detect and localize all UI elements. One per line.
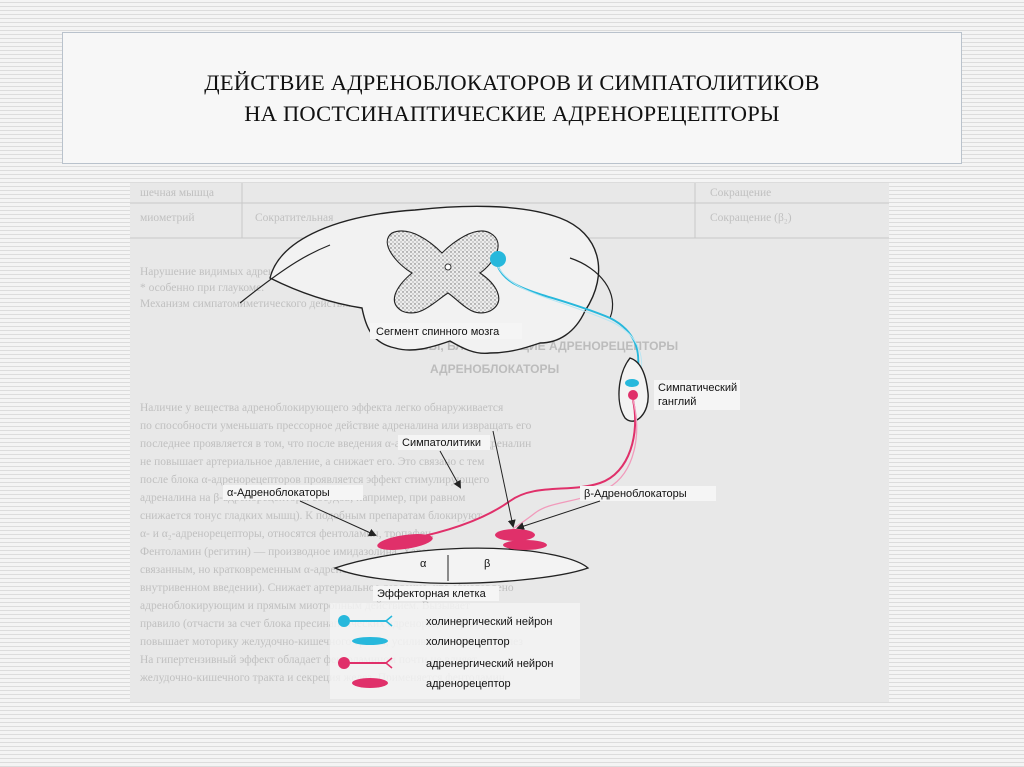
alpha-receptor — [377, 534, 433, 550]
label-sympatholytics: Симпатолитики — [402, 437, 481, 449]
scanned-diagram: шечная мышца миометрий Сократительная Со… — [130, 183, 889, 702]
svg-text:Сократительная: Сократительная — [255, 212, 334, 224]
preganglionic-neuron-body — [490, 251, 506, 267]
label-effector-cell: Эффекторная клетка — [377, 588, 487, 600]
svg-text:после блока α-адренорецепторов: после блока α-адренорецепторов проявляет… — [140, 474, 489, 486]
sympathetic-ganglion — [618, 357, 649, 422]
slide-title-line-2: НА ПОСТСИНАПТИЧЕСКИЕ АДРЕНОРЕЦЕПТОРЫ — [244, 101, 780, 126]
label-spinal-segment: Сегмент спинного мозга — [376, 326, 500, 338]
svg-text:не повышает артериальное давле: не повышает артериальное давление, а сни… — [140, 456, 485, 468]
beta-receptor — [495, 529, 535, 541]
svg-text:АДРЕНОБЛОКАТОРЫ: АДРЕНОБЛОКАТОРЫ — [430, 362, 559, 376]
svg-text:Сокращение (β₂): Сокращение (β₂) — [710, 212, 792, 224]
svg-text:α- и α₂-адренорецепторы, относ: α- и α₂-адренорецепторы, относятся фенто… — [140, 528, 434, 540]
label-alpha-blockers: α-Адреноблокаторы — [227, 487, 330, 499]
label-ganglion-2: ганглий — [658, 396, 696, 408]
svg-text:снижается тонус гладких мышц).: снижается тонус гладких мышц). К подобны… — [140, 510, 482, 522]
effector-cell — [333, 547, 590, 584]
svg-text:миометрий: миометрий — [140, 212, 195, 224]
legend: холинергический нейрон холинорецептор ад… — [330, 603, 580, 699]
legend-label-2: адренергический нейрон — [426, 658, 553, 670]
svg-text:шечная мышца: шечная мышца — [140, 187, 214, 199]
slide-title-line-1: ДЕЙСТВИЕ АДРЕНОБЛОКАТОРОВ И СИМПАТОЛИТИК… — [204, 70, 820, 95]
adrenoreceptor-icon — [352, 678, 388, 688]
legend-label-1: холинорецептор — [426, 636, 510, 648]
svg-text:по способности уменьшать пресс: по способности уменьшать прессорное дейс… — [140, 420, 532, 432]
label-ganglion-1: Симпатический — [658, 382, 737, 394]
svg-text:Сокращение: Сокращение — [710, 187, 771, 199]
adrenergic-neuron-icon — [338, 657, 393, 669]
legend-label-3: адренорецептор — [426, 678, 511, 690]
slide-title-box: ДЕЙСТВИЕ АДРЕНОБЛОКАТОРОВ И СИМПАТОЛИТИК… — [62, 32, 962, 164]
cholinoreceptor-icon — [352, 637, 388, 645]
cholinergic-neuron-icon — [338, 615, 393, 627]
svg-text:Наличие у вещества адреноблоки: Наличие у вещества адреноблокирующего эф… — [140, 402, 504, 414]
gray-matter — [386, 230, 500, 314]
legend-label-0: холинергический нейрон — [426, 616, 552, 628]
label-beta: β — [484, 558, 490, 570]
label-beta-blockers: β-Адреноблокаторы — [584, 488, 687, 500]
svg-text:Механизм симпатомиметического: Механизм симпатомиметического действия — [140, 298, 354, 310]
label-alpha: α — [420, 558, 427, 570]
svg-text:* особенно при глаукоме.: * особенно при глаукоме. — [140, 282, 264, 294]
